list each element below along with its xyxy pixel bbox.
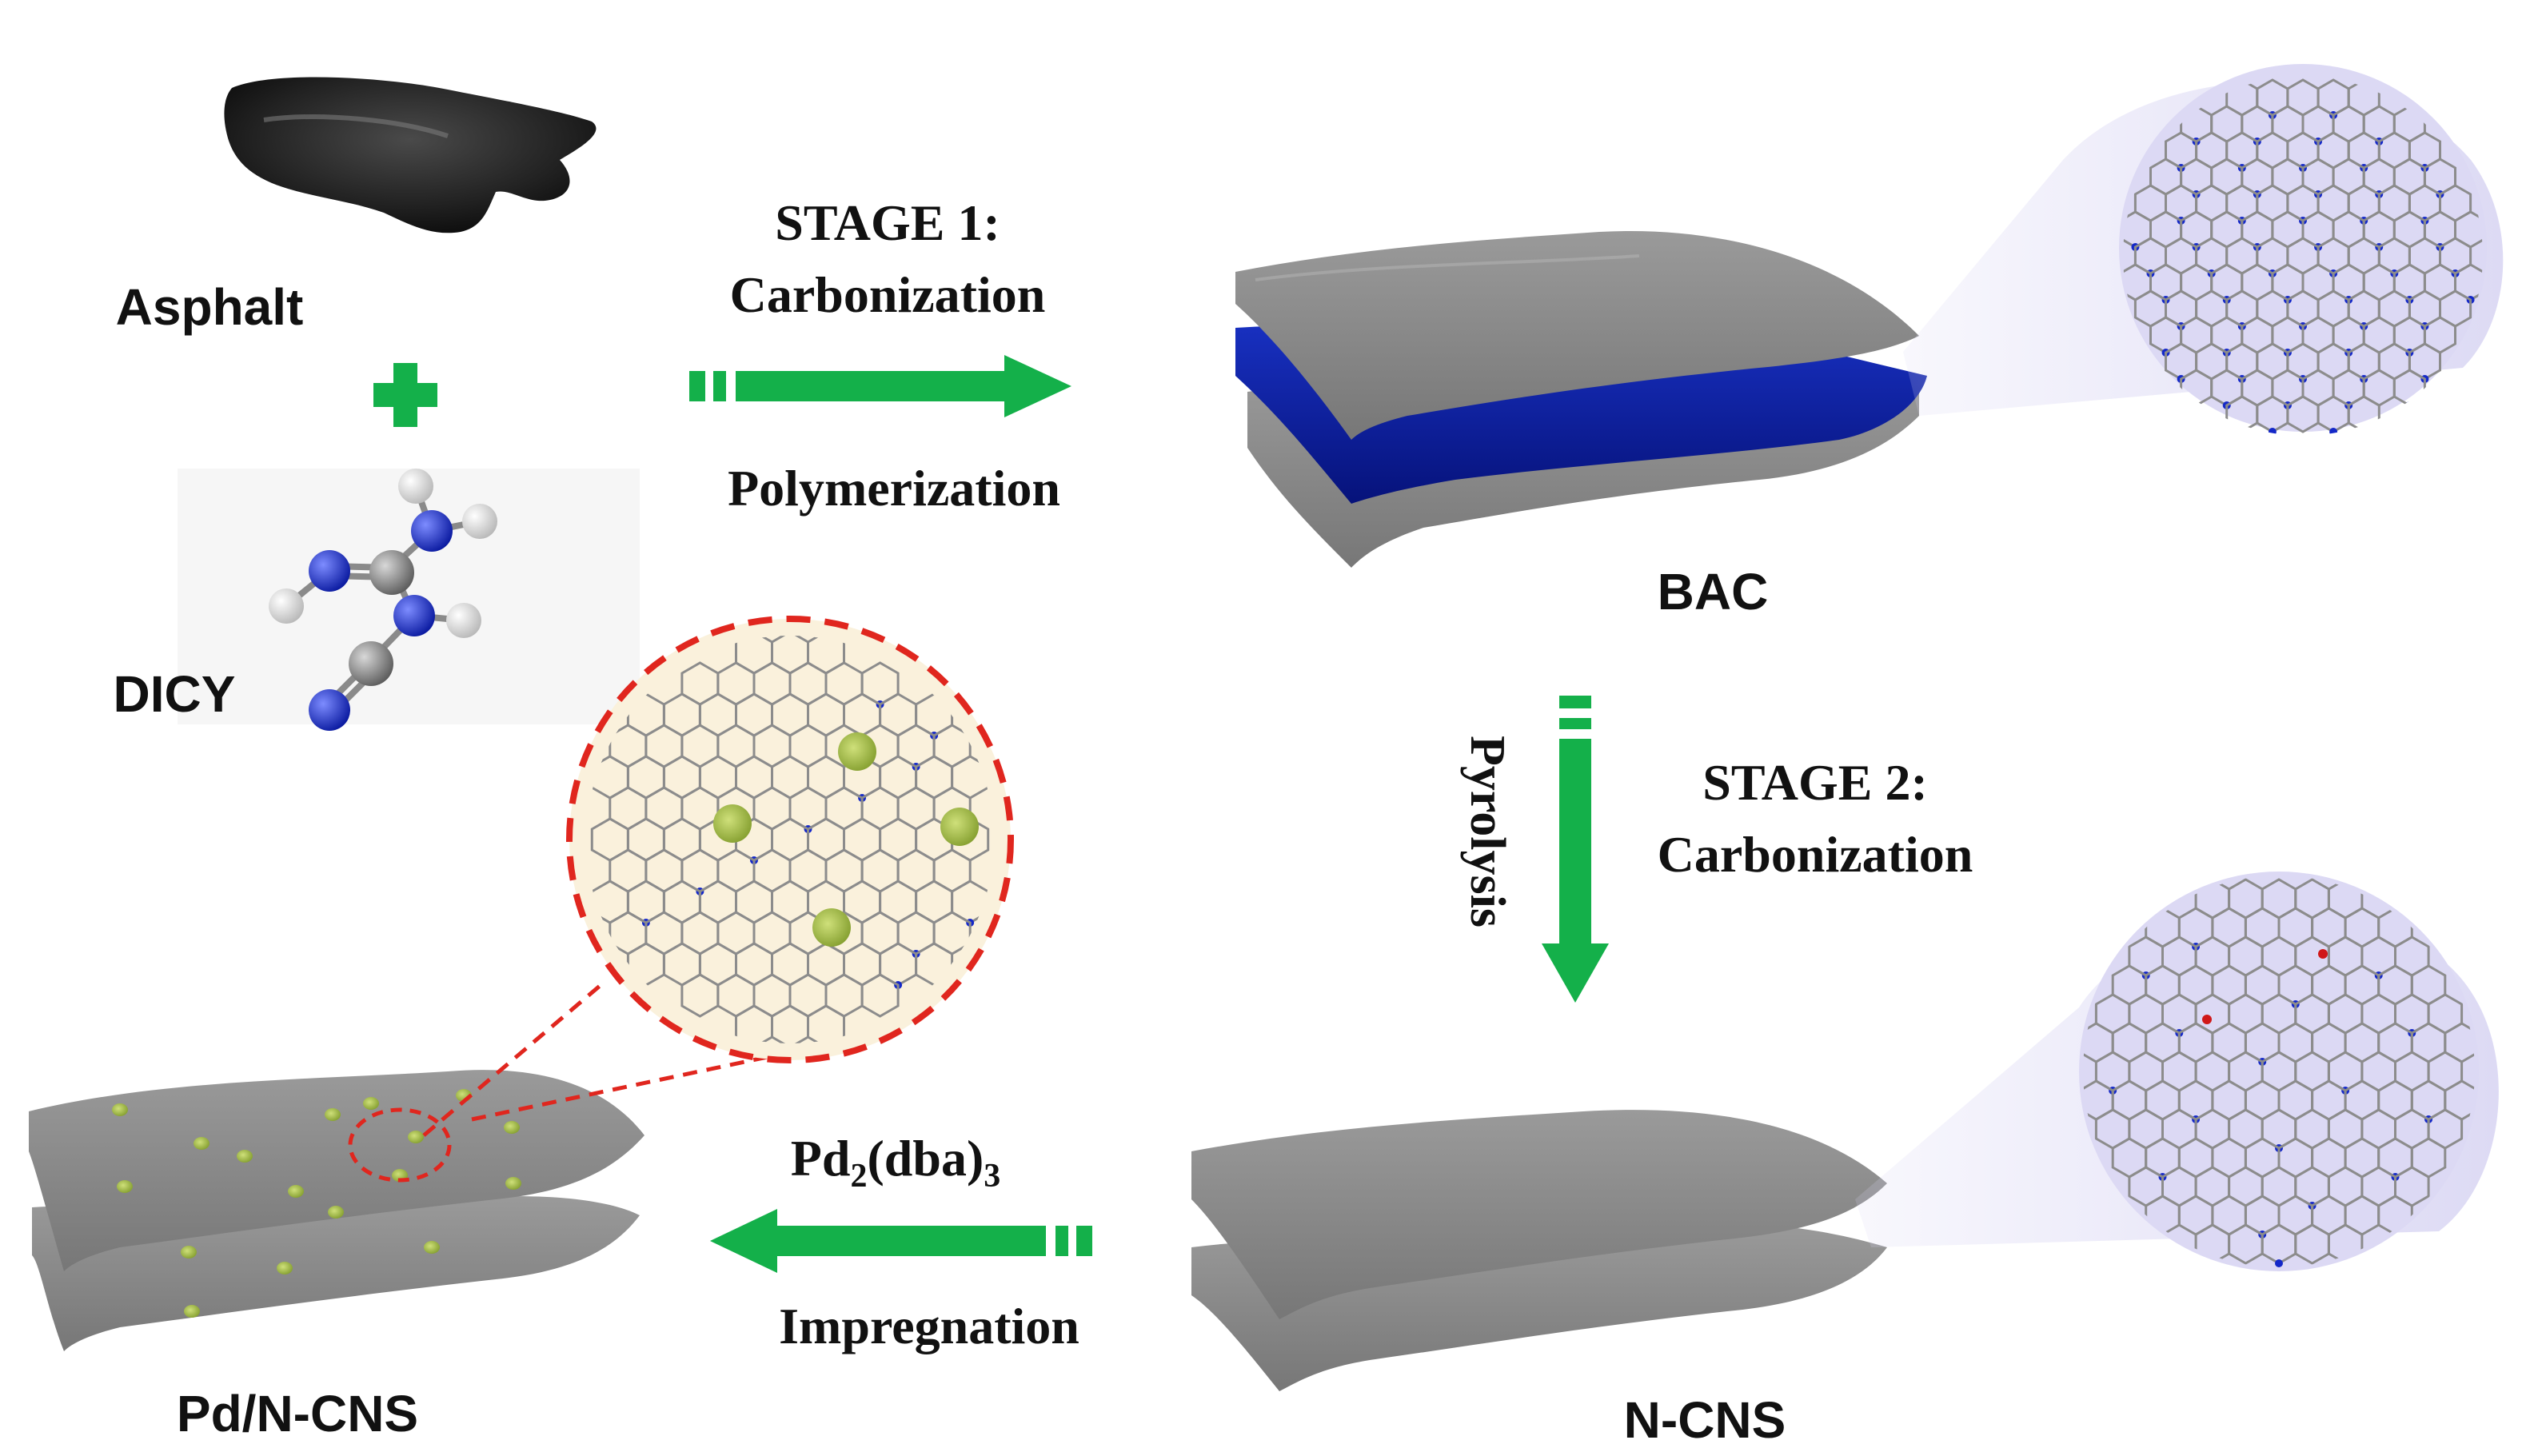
pd-precursor-sub3: 3 xyxy=(984,1158,1000,1195)
pd-dot-icon xyxy=(408,1131,424,1143)
bac-sheet-stack xyxy=(1235,230,1927,568)
dicy-molecule-icon xyxy=(269,469,497,731)
pdncns-label: Pd/N-CNS xyxy=(177,1385,418,1442)
stage2-title: STAGE 2: xyxy=(1702,754,1928,811)
pd-dot-icon xyxy=(325,1108,341,1121)
pd-nanoparticle-icon xyxy=(838,732,876,771)
stage2-process: Carbonization xyxy=(1658,826,1973,883)
pd-dot-icon xyxy=(181,1246,197,1259)
pd-dot-icon xyxy=(424,1241,440,1254)
ncns-label: N-CNS xyxy=(1624,1391,1786,1449)
pd-lattice-icon xyxy=(590,636,990,1043)
stage1-sub: Polymerization xyxy=(728,460,1060,517)
plus-icon xyxy=(373,363,437,427)
pd-precursor-mid: (dba) xyxy=(867,1130,984,1187)
pd-precursor: Pd2(dba)3 xyxy=(791,1130,1001,1195)
stage2-arrow xyxy=(1542,696,1609,1003)
pd-dot-icon xyxy=(277,1262,293,1274)
pd-zoom-circle xyxy=(348,616,1014,1183)
pd-dot-icon xyxy=(504,1121,520,1134)
pd-precursor-sub2: 2 xyxy=(850,1158,867,1195)
ncns-sheet-stack xyxy=(1191,1110,1887,1391)
bac-zoom-bubble xyxy=(1903,64,2504,436)
dicy-label: DICY xyxy=(114,665,236,723)
stage2-side: Pyrolysis xyxy=(1460,736,1514,927)
ncns-lattice-icon xyxy=(2083,878,2475,1267)
pd-dot-icon xyxy=(505,1177,521,1190)
pd-precursor-main: Pd xyxy=(791,1130,851,1187)
pd-dot-icon xyxy=(328,1206,344,1219)
asphalt-label: Asphalt xyxy=(116,278,304,336)
stage1-arrow xyxy=(689,355,1071,417)
pd-dot-icon xyxy=(112,1103,128,1116)
pd-dot-icon xyxy=(184,1305,200,1318)
pd-dot-icon xyxy=(237,1150,253,1163)
impregnation-label: Impregnation xyxy=(779,1298,1079,1354)
stage1-process: Carbonization xyxy=(730,266,1046,323)
bac-lattice-icon xyxy=(2123,78,2483,436)
asphalt-icon xyxy=(224,77,597,233)
pdncns-sheet-stack xyxy=(29,1070,644,1351)
pd-dot-icon xyxy=(363,1097,379,1110)
pd-impregnation-arrow xyxy=(710,1209,1092,1273)
pd-dot-icon xyxy=(194,1137,210,1150)
stage1-title: STAGE 1: xyxy=(775,194,1000,251)
bac-label: BAC xyxy=(1658,563,1769,620)
pd-particles xyxy=(112,1089,521,1318)
pd-nanoparticle-icon xyxy=(812,908,851,947)
pd-dot-icon xyxy=(288,1185,304,1198)
pd-nanoparticle-icon xyxy=(940,808,979,846)
ncns-zoom-bubble xyxy=(1855,872,2499,1271)
pd-nanoparticle-icon xyxy=(713,804,752,843)
pd-dot-icon xyxy=(117,1180,133,1193)
